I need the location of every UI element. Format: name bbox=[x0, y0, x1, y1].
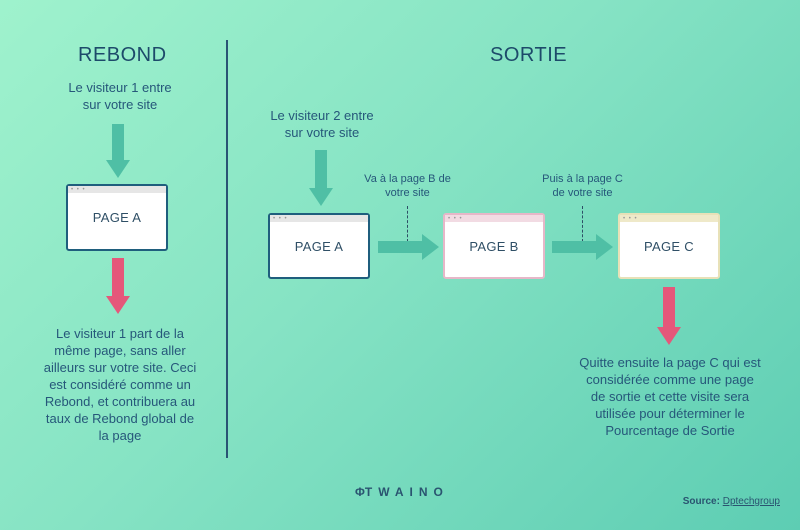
window-dots-icon: • • • bbox=[448, 216, 463, 222]
dashed-line bbox=[407, 206, 408, 242]
rebond-visitor-enters-text: Le visiteur 1 entre sur votre site bbox=[68, 80, 172, 112]
sortie-title: SORTIE bbox=[490, 44, 568, 66]
down-arrow-icon bbox=[657, 287, 681, 345]
window-bar bbox=[620, 215, 718, 222]
right-arrow-icon bbox=[378, 234, 439, 260]
window-dots-icon: • • • bbox=[623, 216, 638, 222]
source-link[interactable]: Dptechgroup bbox=[722, 496, 780, 507]
rebond-title: REBOND bbox=[78, 44, 167, 66]
down-arrow-icon bbox=[106, 124, 130, 178]
window-bar bbox=[270, 215, 368, 222]
goes-to-page-b-text: Va à la page B de votre site bbox=[364, 173, 451, 199]
window-dots-icon: • • • bbox=[273, 216, 288, 222]
sortie-page-b: • • • PAGE B bbox=[443, 213, 545, 279]
right-arrow-icon bbox=[552, 234, 613, 260]
section-divider bbox=[226, 40, 228, 458]
sortie-page-c-label: PAGE C bbox=[644, 238, 694, 254]
sortie-page-a-label: PAGE A bbox=[294, 238, 344, 254]
logo-text: TWAINO bbox=[364, 485, 449, 499]
sortie-page-c: • • • PAGE C bbox=[618, 213, 720, 279]
logo-icon: Φ bbox=[355, 485, 365, 499]
then-to-page-c-text: Puis à la page C de votre site bbox=[542, 173, 623, 199]
source-credit: Source: Dptechgroup bbox=[683, 496, 780, 507]
sortie-page-a: • • • PAGE A bbox=[268, 213, 370, 279]
window-dots-icon: • • • bbox=[71, 187, 86, 193]
sortie-description: Quitte ensuite la page C qui est considé… bbox=[579, 355, 761, 438]
sortie-visitor-enters-text: Le visiteur 2 entre sur votre site bbox=[270, 108, 374, 140]
twaino-logo: ΦTWAINO bbox=[355, 485, 449, 499]
rebond-page-a-label: PAGE A bbox=[92, 210, 142, 225]
rebond-page-a: • • • PAGE A bbox=[66, 184, 168, 251]
dashed-line bbox=[582, 206, 583, 242]
down-arrow-icon bbox=[106, 258, 130, 314]
sortie-page-b-label: PAGE B bbox=[469, 238, 519, 254]
source-label: Source: bbox=[682, 496, 720, 507]
window-bar bbox=[445, 215, 543, 222]
down-arrow-icon bbox=[309, 150, 333, 206]
window-bar bbox=[68, 186, 166, 193]
rebond-description: Le visiteur 1 part de la même page, sans… bbox=[43, 326, 197, 443]
